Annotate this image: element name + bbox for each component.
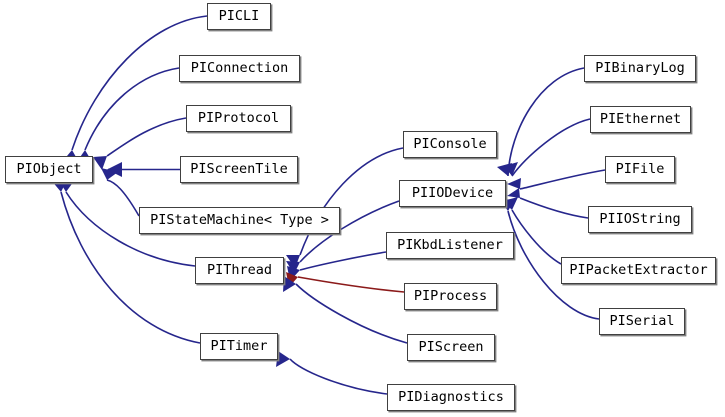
graph-node-piprotocol[interactable]: PIProtocol [186,105,291,132]
node-label: PIThread [206,261,273,278]
graph-node-piiodevice[interactable]: PIIODevice [399,180,506,207]
graph-node-piprocess[interactable]: PIProcess [404,283,497,310]
node-label: PIObject [16,160,82,177]
node-label: PIScreen [418,338,484,355]
node-label: PIConnection [190,59,289,76]
graph-node-piobject[interactable]: PIObject [5,156,93,183]
graph-node-pifile[interactable]: PIFile [605,156,675,183]
node-label: PIKbdListener [397,236,503,253]
node-label: PIIODevice [411,184,494,201]
node-label: PIFile [615,160,665,177]
node-label: PIBinaryLog [595,59,685,76]
graph-node-pitimer[interactable]: PITimer [200,333,278,360]
graph-node-pithread[interactable]: PIThread [195,257,284,284]
graph-node-piconnection[interactable]: PIConnection [179,55,300,82]
graph-node-piconsole[interactable]: PIConsole [403,131,497,158]
graph-node-piethernet[interactable]: PIEthernet [590,106,691,133]
node-label: PISerial [609,312,675,329]
graph-node-pibinarylog[interactable]: PIBinaryLog [584,55,696,82]
graph-node-piiostring[interactable]: PIIOString [588,206,692,233]
graph-node-piscreen[interactable]: PIScreen [407,334,495,361]
graph-node-piscreentile[interactable]: PIScreenTile [180,156,298,183]
graph-node-pikbdlistener[interactable]: PIKbdListener [386,232,514,259]
node-label: PIConsole [413,135,487,152]
node-label: PIIOString [599,210,681,227]
graph-node-picli[interactable]: PICLI [207,3,271,30]
node-label: PIScreenTile [190,160,288,177]
node-label: PITimer [210,337,268,354]
node-label: PICLI [218,7,260,24]
node-label: PIPacketExtractor [569,261,708,278]
node-label: PIEthernet [599,110,682,127]
graph-node-pidiagnostics[interactable]: PIDiagnostics [387,384,515,411]
graph-node-piserial[interactable]: PISerial [599,308,685,335]
node-label: PIStateMachine< Type > [150,211,329,228]
graph-node-pipacketextractor[interactable]: PIPacketExtractor [561,257,716,284]
node-label: PIProcess [413,287,488,304]
node-label: PIDiagnostics [398,388,504,405]
graph-node-pistatemachine[interactable]: PIStateMachine< Type > [139,207,340,234]
node-label: PIProtocol [197,109,280,126]
